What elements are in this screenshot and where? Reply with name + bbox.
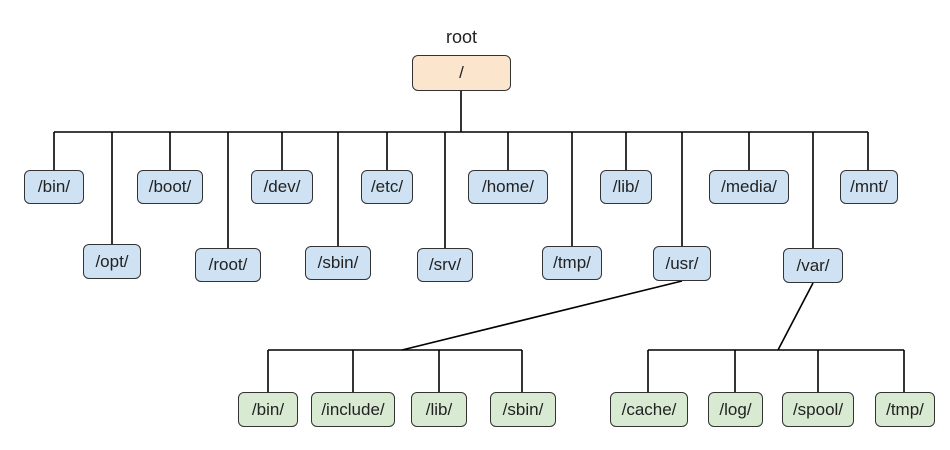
node-usr-bin: /bin/ — [238, 392, 298, 427]
node-dev: /dev/ — [251, 170, 313, 204]
node-bin: /bin/ — [24, 170, 84, 204]
node-root-dir: /root/ — [195, 248, 261, 282]
node-boot: /boot/ — [137, 170, 203, 204]
connector-var-diag — [777, 282, 814, 351]
node-home: /home/ — [468, 170, 548, 204]
node-tmp: /tmp/ — [542, 246, 602, 280]
node-lib: /lib/ — [600, 170, 652, 204]
node-etc: /etc/ — [361, 170, 413, 204]
node-usr: /usr/ — [653, 246, 711, 281]
connector-usr-diag — [401, 280, 683, 351]
root-caption: root — [446, 27, 478, 47]
node-srv: /srv/ — [417, 248, 473, 282]
node-mnt: /mnt/ — [840, 170, 898, 204]
node-root: / — [412, 55, 511, 91]
node-var-cache: /cache/ — [610, 392, 688, 427]
node-usr-lib: /lib/ — [411, 392, 467, 427]
node-usr-include: /include/ — [311, 392, 395, 427]
node-usr-sbin: /sbin/ — [490, 392, 556, 427]
node-sbin: /sbin/ — [305, 246, 371, 280]
node-var-tmp: /tmp/ — [875, 392, 935, 427]
node-var-log: /log/ — [708, 392, 763, 427]
node-var-spool: /spool/ — [782, 392, 854, 427]
node-opt: /opt/ — [83, 244, 141, 279]
node-var: /var/ — [783, 248, 843, 283]
node-media: /media/ — [709, 170, 789, 204]
